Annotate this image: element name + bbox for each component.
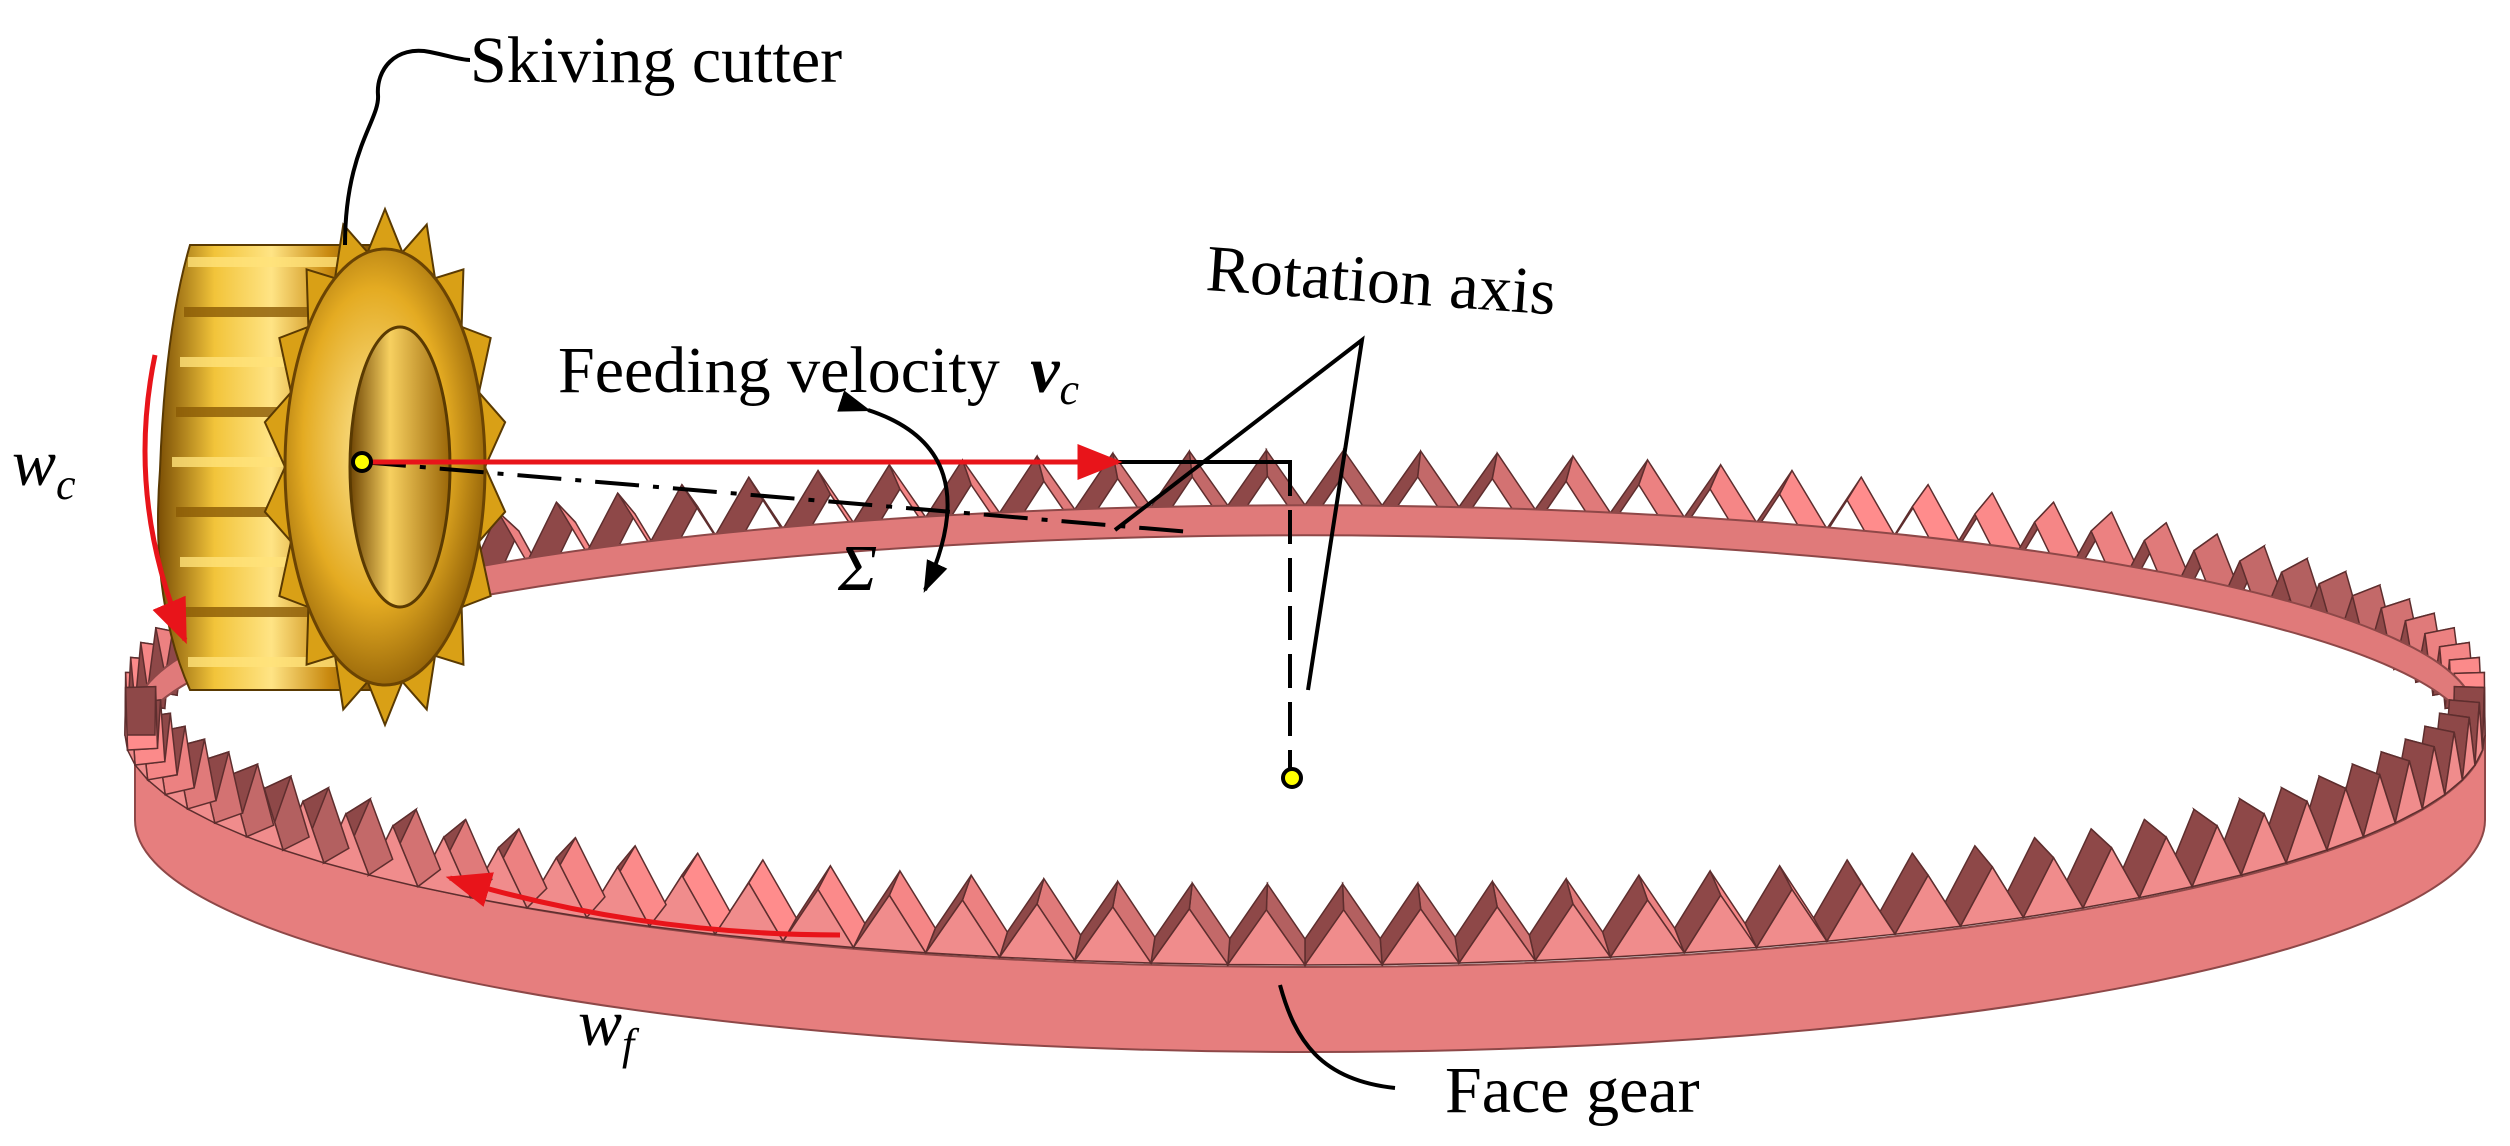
rotation-axis-label: Rotation axis xyxy=(1204,232,1558,329)
face-gear-tooth-face xyxy=(1755,888,1829,949)
face-gear-tooth-face xyxy=(2022,856,2085,919)
face-gear-tooth-face xyxy=(1149,907,1230,966)
face-gear-tooth-face xyxy=(2461,717,2476,783)
face-gear-tooth-face xyxy=(2190,824,2243,888)
face-gear-tooth-face xyxy=(1073,905,1153,964)
face-gear-tooth-face xyxy=(2394,760,2424,825)
shaft-angle-label: Σ xyxy=(837,532,877,605)
face-gear-tooth-face xyxy=(1959,865,2025,928)
gear-rotation-arrow xyxy=(445,872,841,938)
face-gear-tooth-face xyxy=(2138,835,2194,899)
skiving-cutter xyxy=(157,206,507,728)
face-gear-leader xyxy=(1278,984,1396,1090)
face-gear-tooth-face xyxy=(1457,905,1537,964)
face-gear-tooth-face xyxy=(1533,902,1612,962)
face-gear-tooth-face xyxy=(713,881,785,943)
cutter-speed-subscript: c xyxy=(56,460,76,509)
face-gear-tooth-face xyxy=(2081,846,2141,909)
face-gear-tooth-face xyxy=(2362,772,2397,839)
shaft-angle-arc xyxy=(837,390,950,593)
cutter-speed-symbol: w xyxy=(12,427,56,500)
face-gear-tooth-face xyxy=(124,687,129,751)
rotation-axis-leader xyxy=(1113,335,1365,691)
face-gear-tooth-face xyxy=(1682,893,1758,954)
face-gear-tooth-face xyxy=(2325,786,2365,852)
skiving-cutter-label: Skiving cutter xyxy=(470,24,842,97)
face-gear-tooth-face xyxy=(924,898,1002,958)
face-gear-tooth-face xyxy=(2481,687,2486,751)
feeding-velocity-subscript: c xyxy=(1060,365,1080,414)
face-gear-tooth-face xyxy=(1825,881,1897,943)
face-gear-tooth-face xyxy=(1380,907,1461,966)
gear-center-pivot xyxy=(1281,767,1303,789)
cutter-tooth xyxy=(366,680,404,728)
cutter-tooth xyxy=(366,206,404,254)
cutter-pivot xyxy=(351,451,373,473)
skiving-cutter-leader xyxy=(343,48,471,246)
face-gear-tooth-face xyxy=(2421,746,2446,811)
cutter-speed-label: wc xyxy=(12,427,76,509)
face-gear-tooth-face xyxy=(1303,908,1384,966)
cutter-rotation-arrow xyxy=(142,354,188,645)
face-gear-tooth-face xyxy=(852,893,928,954)
face-gear-tooth-face xyxy=(2239,812,2288,877)
face-gear-tooth-face xyxy=(2474,702,2484,766)
rotation-axes xyxy=(361,335,1365,775)
feeding-velocity-text: Feeding velocity xyxy=(558,334,1000,407)
face-gear-outer-band xyxy=(134,734,2486,1053)
feeding-velocity-label: Feeding velocity vc xyxy=(558,334,1080,414)
face-gear-tooth-face xyxy=(998,902,1077,962)
face-gear-tooth-face xyxy=(2443,732,2464,797)
face-gear-front-teeth xyxy=(124,685,2486,968)
gear-speed-symbol: w xyxy=(578,987,622,1060)
face-gear-tooth-flank xyxy=(124,685,157,736)
face-gear-label: Face gear xyxy=(1445,1054,1700,1127)
face-gear-tooth-face xyxy=(2284,799,2328,864)
face-gear-tooth-face xyxy=(1893,873,1962,936)
face-gear-tooth-face xyxy=(648,873,717,936)
feeding-velocity-symbol: v xyxy=(1030,334,1060,407)
face-gear-tooth-face xyxy=(1226,908,1307,966)
face-gear-tooth-face xyxy=(1608,898,1686,958)
cutter-axis-line xyxy=(361,460,1191,534)
gear-speed-subscript: f xyxy=(622,1020,640,1069)
